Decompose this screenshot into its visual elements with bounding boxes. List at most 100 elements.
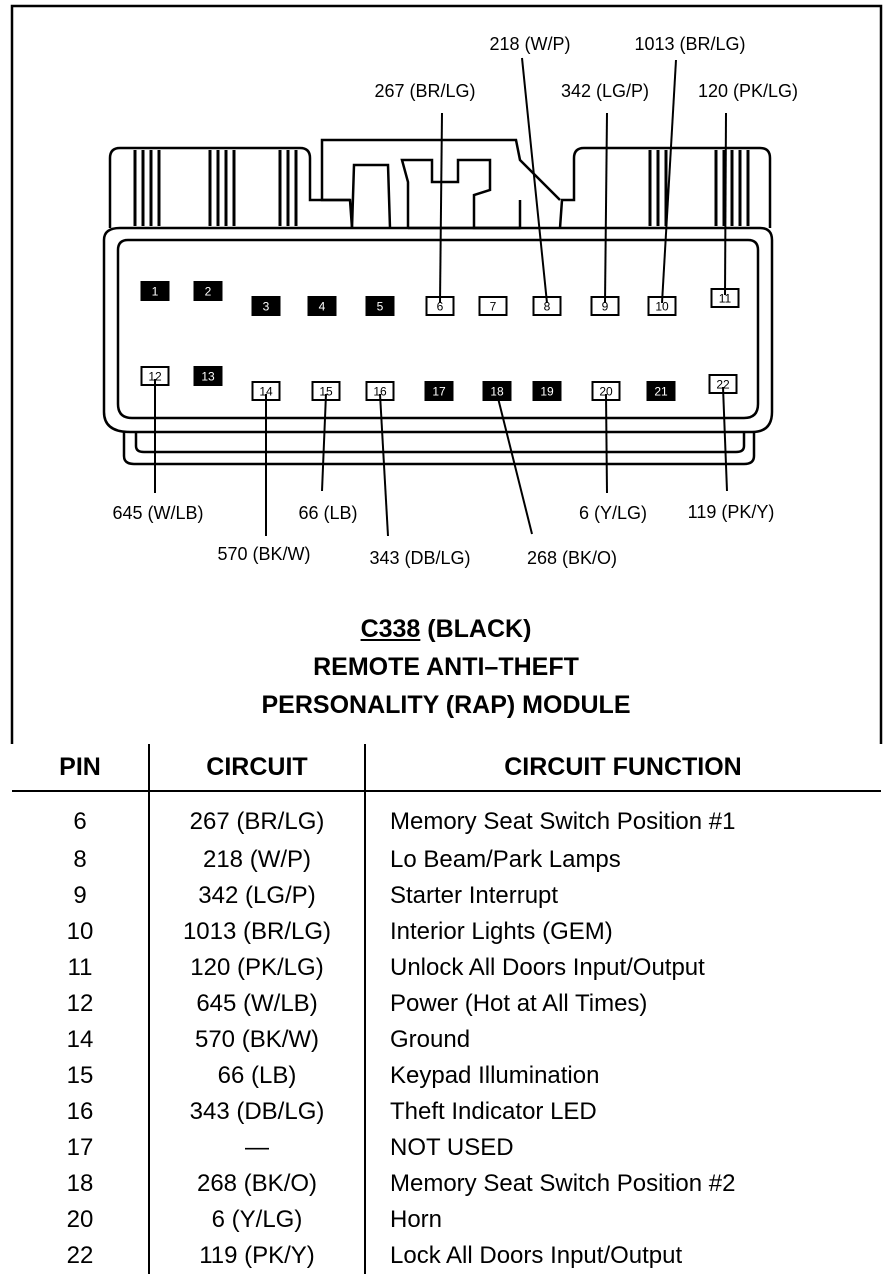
pin-cavity-22: 22	[708, 374, 738, 394]
circuit-cell: 570 (BK/W)	[149, 1022, 366, 1058]
pin-box	[478, 296, 508, 316]
pin-box	[307, 296, 337, 316]
pin-cavity-14: 14	[251, 381, 281, 401]
pin-cavity-17: 17	[424, 381, 454, 401]
pin-number: 13	[201, 370, 215, 384]
pin-cavity-13: 13	[193, 366, 223, 386]
pin-cell: 17	[12, 1130, 150, 1166]
callout-label-pin-22: 119 (PK/Y)	[688, 502, 775, 522]
callout-label-pin-14: 570 (BK/W)	[217, 544, 310, 564]
circuit-cell: 66 (LB)	[149, 1058, 366, 1094]
center-key-inner	[350, 158, 520, 230]
function-cell: NOT USED	[390, 1134, 514, 1161]
callout-label-pin-16: 343 (DB/LG)	[369, 548, 470, 568]
pin-number: 10	[655, 300, 669, 314]
pin-number: 19	[540, 385, 554, 399]
body-outer	[102, 226, 774, 434]
pin-cell: 9	[12, 878, 150, 914]
pin-cavity-19: 19	[532, 381, 562, 401]
pin-box	[365, 296, 395, 316]
pin-cell: 18	[12, 1166, 150, 1202]
callout-label-pin-9: 342 (LG/P)	[561, 81, 649, 101]
leader-line-pin-20	[605, 393, 608, 494]
pin-number: 15	[319, 385, 333, 399]
circuit-cell: 120 (PK/LG)	[149, 950, 366, 986]
circuit-cell: 6 (Y/LG)	[149, 1202, 366, 1238]
header-circuit: CIRCUIT	[149, 744, 366, 792]
center-key-base	[408, 200, 522, 230]
left-latch-block	[108, 146, 354, 229]
circuit-cell: 218 (W/P)	[149, 842, 366, 878]
pin-cavity-5: 5	[365, 296, 395, 316]
pin-number: 3	[263, 300, 270, 314]
function-cell: Starter Interrupt	[390, 882, 559, 909]
pin-cavity-11: 11	[710, 288, 740, 308]
circuit-cell: 342 (LG/P)	[149, 878, 366, 914]
leader-line-pin-16	[379, 393, 389, 537]
connector-title-line1: C338 (BLACK)	[12, 610, 880, 648]
pin-cell: 6	[12, 791, 150, 842]
pin-cell: 20	[12, 1202, 150, 1238]
leader-line-pin-22	[722, 386, 728, 492]
pin-number: 6	[437, 300, 444, 314]
callout-label-pin-18: 268 (BK/O)	[527, 548, 617, 568]
leader-line-pin-11	[724, 112, 727, 296]
pin-number: 14	[259, 385, 273, 399]
pin-cell: 12	[12, 986, 150, 1022]
pin-cavity-1: 1	[140, 281, 170, 301]
pin-cavity-4: 4	[307, 296, 337, 316]
circuit-cell: 645 (W/LB)	[149, 986, 366, 1022]
leader-line-pin-9	[604, 112, 608, 304]
circuit-cell: 119 (PK/Y)	[149, 1238, 366, 1274]
connector-id: C338	[360, 615, 421, 643]
pin-box	[532, 381, 562, 401]
pin-cavity-10: 10	[647, 296, 677, 316]
pin-box	[482, 381, 512, 401]
function-cell: Interior Lights (GEM)	[390, 918, 613, 945]
pin-box	[251, 296, 281, 316]
function-cell: Lock All Doors Input/Output	[390, 1242, 683, 1269]
pin-cavity-3: 3	[251, 296, 281, 316]
function-cell: Power (Hot at All Times)	[390, 990, 648, 1017]
circuit-cell: 1013 (BR/LG)	[149, 914, 366, 950]
pin-box	[424, 381, 454, 401]
circuit-cell: 268 (BK/O)	[149, 1166, 366, 1202]
pin-cell: 10	[12, 914, 150, 950]
function-cell: Theft Indicator LED	[390, 1098, 597, 1125]
pin-number: 5	[377, 300, 384, 314]
pin-cell: 11	[12, 950, 150, 986]
pin-number: 17	[432, 385, 446, 399]
leader-line-pin-10	[661, 59, 677, 304]
pin-box	[646, 381, 676, 401]
pin-cavity-7: 7	[478, 296, 508, 316]
circuit-cell: 267 (BR/LG)	[149, 791, 366, 842]
pin-number: 22	[716, 378, 730, 392]
function-cell: Lo Beam/Park Lamps	[390, 846, 621, 873]
pin-number: 11	[719, 292, 732, 306]
table-header-row: PIN CIRCUIT CIRCUIT FUNCTION	[12, 744, 881, 792]
connector-housing	[102, 138, 774, 466]
function-cell: Ground	[390, 1026, 471, 1053]
circuit-cell: —	[149, 1130, 366, 1166]
pin-number: 2	[205, 285, 212, 299]
pin-number: 18	[490, 385, 504, 399]
latch-ribs	[133, 150, 750, 226]
outer-frame	[10, 4, 883, 744]
pin-box	[193, 281, 223, 301]
callout-label-pin-6: 267 (BR/LG)	[374, 81, 475, 101]
callout-labels: 218 (W/P)1013 (BR/LG)267 (BR/LG)342 (LG/…	[112, 34, 798, 568]
pin-cell: 14	[12, 1022, 150, 1058]
pin-cell: 15	[12, 1058, 150, 1094]
table-row: 17— NOT USED	[12, 1130, 881, 1166]
function-cell: Memory Seat Switch Position #2	[390, 1170, 736, 1197]
leader-line-pin-18	[496, 393, 533, 535]
pin-number: 20	[599, 385, 613, 399]
